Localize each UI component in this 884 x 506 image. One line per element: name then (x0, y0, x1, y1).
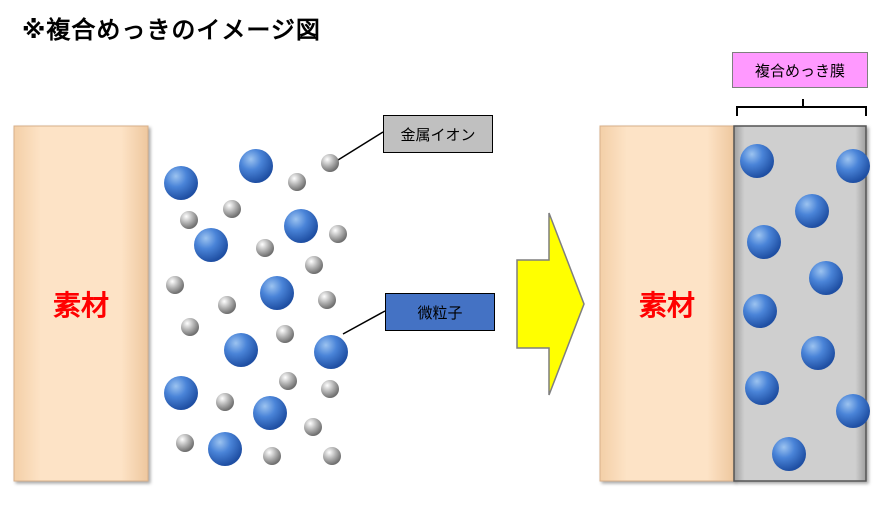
metal-ion (180, 211, 198, 229)
process-arrow (516, 212, 585, 396)
metal-ion (318, 291, 336, 309)
particle (208, 432, 242, 466)
particle (194, 228, 228, 262)
metal-ion (276, 325, 294, 343)
particle (795, 194, 829, 228)
substrate-left-label: 素材 (52, 289, 109, 322)
particle (239, 149, 273, 183)
particle (745, 371, 779, 405)
metal-ion (323, 447, 341, 465)
metal-ion (216, 393, 234, 411)
particle (809, 261, 843, 295)
particles-left (164, 149, 348, 466)
film-brace (736, 99, 867, 116)
particle-leader-line (342, 310, 386, 335)
substrate-right (599, 125, 735, 482)
particle (164, 376, 198, 410)
metal-ions (166, 154, 347, 465)
metal-ion (263, 447, 281, 465)
metal-ion (305, 256, 323, 274)
particle (253, 396, 287, 430)
metal-ion (329, 225, 347, 243)
particle-label: 微粒子 (385, 293, 495, 331)
particle (743, 294, 777, 328)
particle (772, 437, 806, 471)
particle (747, 225, 781, 259)
metal-ion (304, 418, 322, 436)
substrate-left (13, 125, 149, 482)
page-title: ※複合めっきのイメージ図 (22, 16, 321, 44)
particle (260, 276, 294, 310)
particle (740, 144, 774, 178)
particle (164, 166, 198, 200)
particle (836, 394, 870, 428)
metal-ion (181, 318, 199, 336)
metal-ion (279, 372, 297, 390)
composite-film-label: 複合めっき膜 (732, 52, 868, 88)
metal-ion (218, 296, 236, 314)
particle (224, 333, 258, 367)
particles-in-film (740, 144, 870, 471)
substrate-right-label: 素材 (638, 289, 695, 322)
metal-ion (256, 239, 274, 257)
particle (836, 149, 870, 183)
metal-ion (223, 200, 241, 218)
particle (284, 209, 318, 243)
metal-ion (321, 380, 339, 398)
particle (801, 336, 835, 370)
metal-ion (166, 276, 184, 294)
metal-ion (321, 154, 339, 172)
metal-ion-leader-line (337, 131, 384, 161)
particle (314, 335, 348, 369)
metal-ion (288, 173, 306, 191)
metal-ion-label: 金属イオン (383, 115, 493, 153)
metal-ion (176, 434, 194, 452)
